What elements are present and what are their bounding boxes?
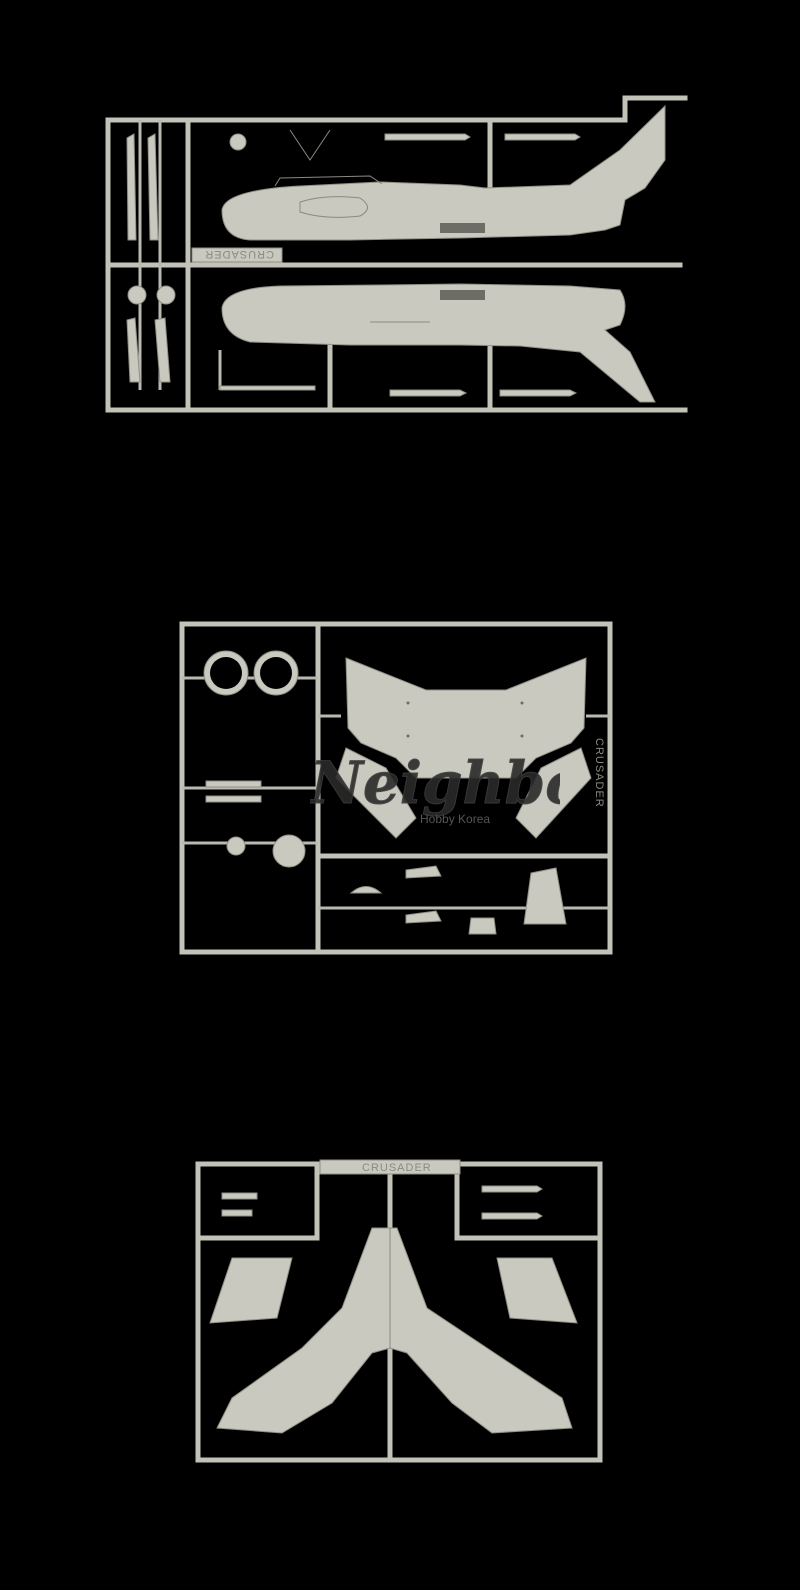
sprue-a-cross-runners [185, 117, 493, 413]
intake-side-right [515, 747, 592, 839]
main-wing [216, 1227, 573, 1434]
sprue-wing-center: CRUSADER [176, 618, 616, 958]
watermark-main: Neighbor [310, 749, 560, 817]
fuselage-half-lower [221, 283, 656, 403]
watermark-sub: Hobby Korea [420, 812, 490, 826]
center-wing-panel [345, 657, 587, 779]
watermark: Neighbor Hobby Korea [310, 749, 560, 827]
sprue-wing-center-graphic: CRUSADER [179, 621, 613, 955]
stabilizer-right [496, 1257, 578, 1324]
sprue-outer-wings: CRUSADER [192, 1158, 607, 1468]
sprue-fuselage-graphic: CRUSADER [105, 95, 688, 413]
sprue-c-label-plate [319, 1159, 461, 1175]
sprue-c-label: CRUSADER [362, 1162, 432, 1174]
fuselage-half-upper [221, 104, 666, 241]
sprue-a-small-parts [126, 129, 581, 397]
sprue-outer-wings-graphic: CRUSADER [195, 1159, 603, 1463]
cockpit-tub [523, 867, 567, 925]
sprue-c-runners [195, 1161, 603, 1463]
sprue-a-frame [105, 95, 688, 413]
sprue-a-label: CRUSADER [204, 248, 274, 260]
sprue-fuselage: CRUSADER [100, 90, 700, 420]
sprue-c-frame [195, 1161, 603, 1463]
sprue-a-label-plate [191, 247, 283, 263]
sprue-b-label: CRUSADER [593, 738, 605, 808]
intake-side-left [335, 747, 417, 839]
stabilizer-left [209, 1257, 293, 1324]
canopy-disc [272, 834, 306, 868]
